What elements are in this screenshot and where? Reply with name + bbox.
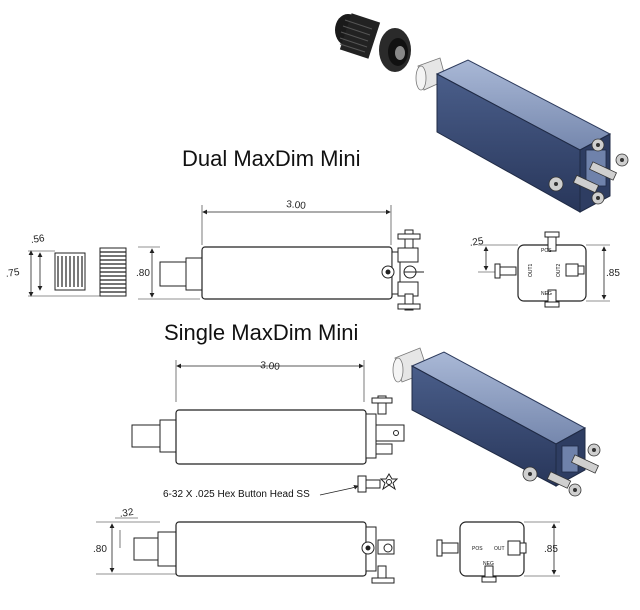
dim-height-single: .85 <box>544 544 558 555</box>
dim-knob-dia: .56 <box>30 233 46 246</box>
dim-height-dual: .85 <box>606 268 620 279</box>
title-dual: Dual MaxDim Mini <box>182 146 361 171</box>
dual-knob-3d <box>335 13 411 72</box>
dim-knob-len: .75 <box>5 267 21 280</box>
label-out-single: OUT <box>494 546 505 552</box>
single-3d-view <box>392 347 601 497</box>
screw-callout-text: 6-32 X .025 Hex Button Head SS <box>163 489 310 500</box>
dim-length-dual: 3.00 <box>286 199 307 212</box>
label-pos-single: POS <box>472 546 483 552</box>
label-out1-dual: OUT1 <box>528 263 534 277</box>
single-end-view <box>436 521 560 583</box>
label-pos-dual: POS <box>541 248 552 254</box>
dual-knob-side-view <box>28 247 127 297</box>
dim-offset-single: .32 <box>119 507 135 520</box>
dim-offset-dual: .25 <box>469 236 485 249</box>
dual-3d-view <box>335 13 629 213</box>
dim-length-single: 3.00 <box>260 360 281 373</box>
dual-body-side-view <box>138 205 424 311</box>
label-out2-dual: OUT2 <box>556 263 562 277</box>
dim-body-single: .80 <box>93 544 107 555</box>
title-single: Single MaxDim Mini <box>164 320 359 345</box>
hex-screw-callout <box>319 473 399 496</box>
label-neg-dual: NEG <box>541 291 552 297</box>
label-neg-single: NEG <box>483 561 494 567</box>
single-body-side-view <box>131 360 405 465</box>
dual-end-view <box>478 231 610 308</box>
dim-body-dual: .80 <box>136 268 150 279</box>
single-bottom-side-view <box>96 517 395 584</box>
